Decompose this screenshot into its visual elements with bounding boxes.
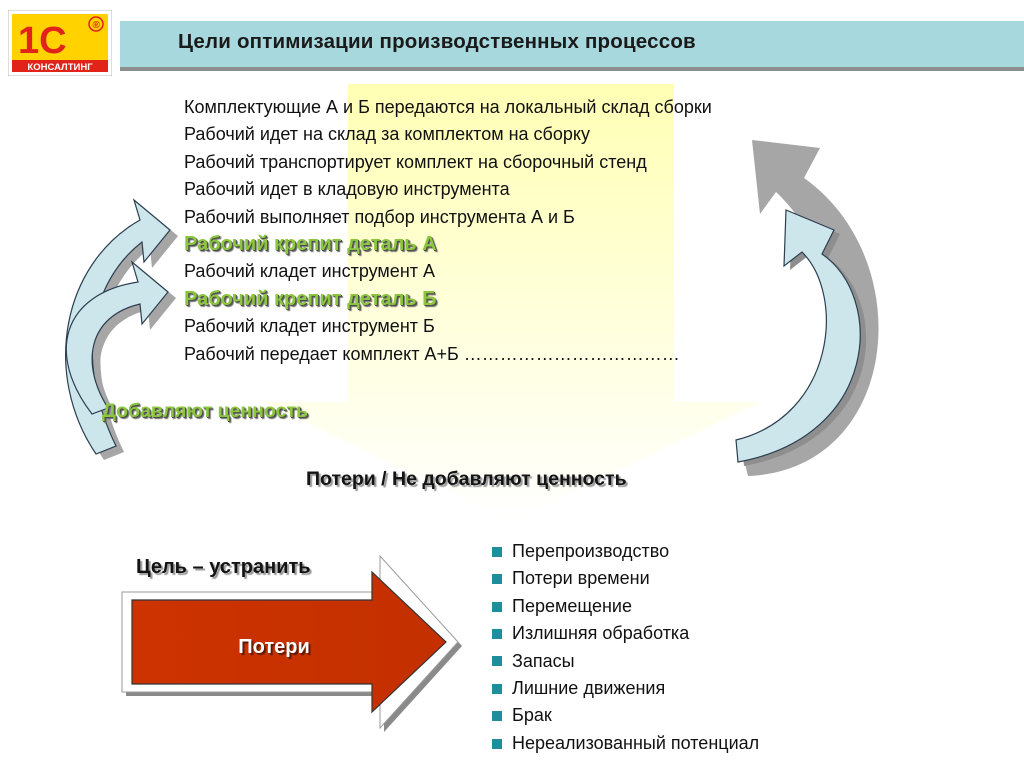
- loss-type-label: Лишние движения: [512, 678, 666, 699]
- list-item: Излишняя обработка: [492, 620, 912, 647]
- process-step: Рабочий передает комплект А+Б ……………………………: [184, 343, 680, 364]
- logo-caption: КОНСАЛТИНГ: [27, 62, 93, 73]
- loss-arrow: [131, 570, 447, 714]
- square-bullet-icon: [492, 628, 502, 639]
- process-step: Рабочий выполняет подбор инструмента А и…: [184, 206, 575, 227]
- loss-type-label: Перемещение: [512, 595, 632, 616]
- list-item: Лишние движения: [492, 675, 912, 702]
- square-bullet-icon: [492, 574, 502, 585]
- loss-type-label: Брак: [512, 705, 552, 726]
- loss-type-label: Излишняя обработка: [512, 623, 690, 644]
- process-step: Рабочий идет на склад за комплектом на с…: [184, 124, 590, 145]
- list-item: Нереализованный потенциал: [492, 730, 912, 757]
- square-bullet-icon: [492, 546, 502, 557]
- loss-types-list: Перепроизводство Потери времени Перемеще…: [492, 538, 912, 757]
- page-title: Цели оптимизации производственных процес…: [178, 30, 696, 53]
- loss-type-label: Потери времени: [512, 568, 650, 589]
- process-step: Рабочий кладет инструмент А: [184, 261, 436, 282]
- loss-arrow-label: Потери: [238, 636, 310, 658]
- goal-label: Цель – устранить: [136, 556, 311, 578]
- loss-type-label: Нереализованный потенциал: [512, 732, 760, 753]
- right-curved-arrow-blue: [735, 209, 861, 463]
- loss-type-label: Запасы: [512, 650, 575, 671]
- square-bullet-icon: [492, 601, 502, 612]
- process-steps-list: Комплектующие А и Б передаются на локаль…: [184, 94, 884, 368]
- process-step-value-add: Рабочий крепит деталь А: [184, 233, 437, 256]
- logo-mark: 1С ® КОНСАЛТИНГ: [7, 9, 113, 77]
- square-bullet-icon: [492, 711, 502, 722]
- list-item: Запасы: [492, 648, 912, 675]
- list-item: Перемещение: [492, 593, 912, 620]
- process-step: Рабочий идет в кладовую инструмента: [184, 179, 510, 200]
- losses-label: Потери / Не добавляют ценность: [306, 468, 627, 490]
- process-step: Комплектующие А и Б передаются на локаль…: [184, 97, 712, 117]
- list-item: Потери времени: [492, 565, 912, 592]
- left-curved-arrow-lower: [65, 260, 169, 415]
- process-step-value-add: Рабочий крепит деталь Б: [184, 287, 437, 310]
- square-bullet-icon: [492, 683, 502, 694]
- square-bullet-icon: [492, 656, 502, 667]
- funnel-arrow: [264, 84, 760, 522]
- loss-type-label: Перепроизводство: [512, 541, 670, 561]
- list-item: Брак: [492, 702, 912, 729]
- registered-mark: ®: [93, 20, 101, 31]
- list-item: Перепроизводство: [492, 538, 912, 565]
- square-bullet-icon: [492, 738, 502, 749]
- process-step: Рабочий транспортирует комплект на сборо…: [184, 151, 647, 172]
- title-bar: [120, 20, 1024, 67]
- process-step: Рабочий кладет инструмент Б: [184, 316, 435, 337]
- value-add-label: Добавляют ценность: [102, 400, 308, 422]
- company-logo: 1С ® КОНСАЛТИНГ: [7, 9, 113, 77]
- logo-1c-text: 1С: [18, 20, 67, 62]
